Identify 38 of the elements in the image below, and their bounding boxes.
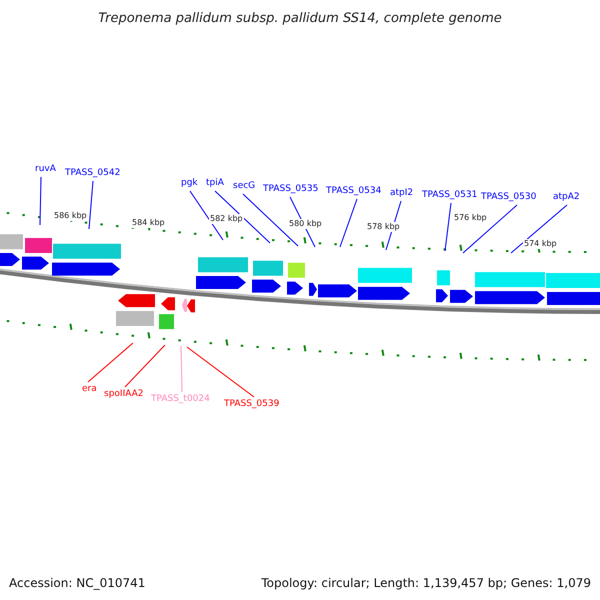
gene-label: atpI2 — [390, 186, 414, 200]
leader-line — [124, 344, 166, 388]
gene-label: TPASS_0535 — [263, 182, 318, 196]
scale-label: 586 kbp — [53, 211, 88, 221]
scale-label: 582 kbp — [209, 214, 244, 224]
scale-label: 574 kbp — [523, 239, 558, 249]
leader-line — [444, 202, 452, 252]
map-title: Treponema pallidum subsp. pallidum SS14, complete genome — [97, 10, 503, 28]
leader-line — [242, 194, 298, 246]
leader-line — [180, 346, 182, 392]
gene-label: spoIIAA2 — [104, 387, 144, 401]
leader-line — [88, 342, 134, 382]
gene-label: TPASS_0534 — [326, 184, 382, 198]
accession-text: Accession: NC_010741 — [9, 575, 146, 592]
leader-line — [340, 198, 358, 248]
gene-label: TPASS_0530 — [481, 190, 536, 204]
gene-label: tpiA — [206, 176, 224, 190]
leader-line — [510, 204, 568, 254]
gene-label: secG — [233, 179, 256, 193]
gene-label: era — [82, 382, 97, 396]
leader-line — [186, 346, 254, 398]
leader-line — [214, 190, 270, 244]
gene-label: pgk — [181, 176, 198, 190]
scale-label: 576 kbp — [453, 213, 488, 223]
leader-line — [88, 180, 94, 230]
gene-label: TPASS_0531 — [422, 188, 478, 202]
leader-line — [40, 176, 42, 226]
scale-label: 578 kbp — [366, 222, 401, 232]
gene-label: TPASS_0542 — [65, 166, 120, 180]
leader-line — [462, 204, 518, 254]
scale-label: 580 kbp — [288, 219, 323, 229]
genome-summary-text: Topology: circular; Length: 1,139,457 bp; Genes: 1,079 — [261, 575, 591, 592]
leader-line — [190, 190, 224, 240]
scale-label: 584 kbp — [131, 218, 166, 228]
gene-label: atpA2 — [553, 190, 580, 204]
gene-label: TPASS_t0024 — [151, 392, 210, 406]
gene-label: ruvA — [35, 162, 56, 176]
gene-label: TPASS_0539 — [224, 397, 280, 411]
